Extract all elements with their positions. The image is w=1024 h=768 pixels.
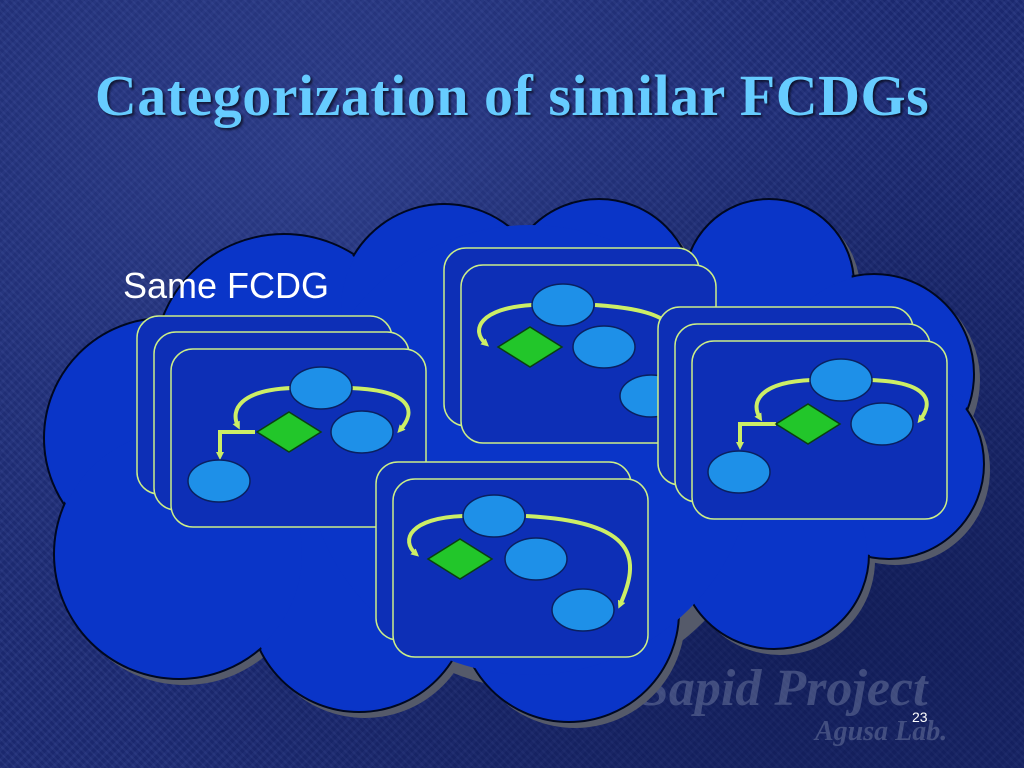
flow-arrow xyxy=(216,430,255,460)
page-number: 23 xyxy=(912,709,928,725)
flow-arrow xyxy=(477,303,533,347)
flow-arrow xyxy=(407,514,464,557)
cluster-label: Same FCDG xyxy=(123,265,329,306)
flow-arrow xyxy=(736,422,776,450)
process-node-icon xyxy=(289,366,353,410)
process-node-icon xyxy=(707,450,771,494)
process-node-icon xyxy=(504,537,568,581)
flow-arrow xyxy=(349,386,411,433)
process-node-icon xyxy=(187,459,251,503)
decision-node-icon xyxy=(496,326,564,368)
process-node-icon xyxy=(531,283,595,327)
decision-node-icon xyxy=(774,403,842,445)
process-node-icon xyxy=(572,325,636,369)
process-node-icon xyxy=(809,358,873,402)
fcdg-group-right xyxy=(657,306,948,520)
slide-title: Categorization of similar FCDGs xyxy=(94,63,930,128)
watermark: Sapid Project Agusa Lab. xyxy=(640,660,947,747)
flow-arrow xyxy=(754,378,813,422)
watermark-main-text: Sapid Project xyxy=(640,660,929,717)
process-node-icon xyxy=(551,588,615,632)
process-node-icon xyxy=(330,410,394,454)
flow-arrow xyxy=(525,514,632,609)
fcdg-group-bottom xyxy=(375,461,649,658)
flow-arrow xyxy=(869,378,929,424)
decision-node-icon xyxy=(426,538,494,580)
watermark-sub-text: Agusa Lab. xyxy=(813,716,947,747)
fcdg-group-top xyxy=(443,247,717,444)
process-node-icon xyxy=(850,402,914,446)
process-node-icon xyxy=(462,494,526,538)
flow-arrow xyxy=(232,386,293,430)
fcdg-group-left xyxy=(136,315,427,528)
decision-node-icon xyxy=(255,411,323,453)
